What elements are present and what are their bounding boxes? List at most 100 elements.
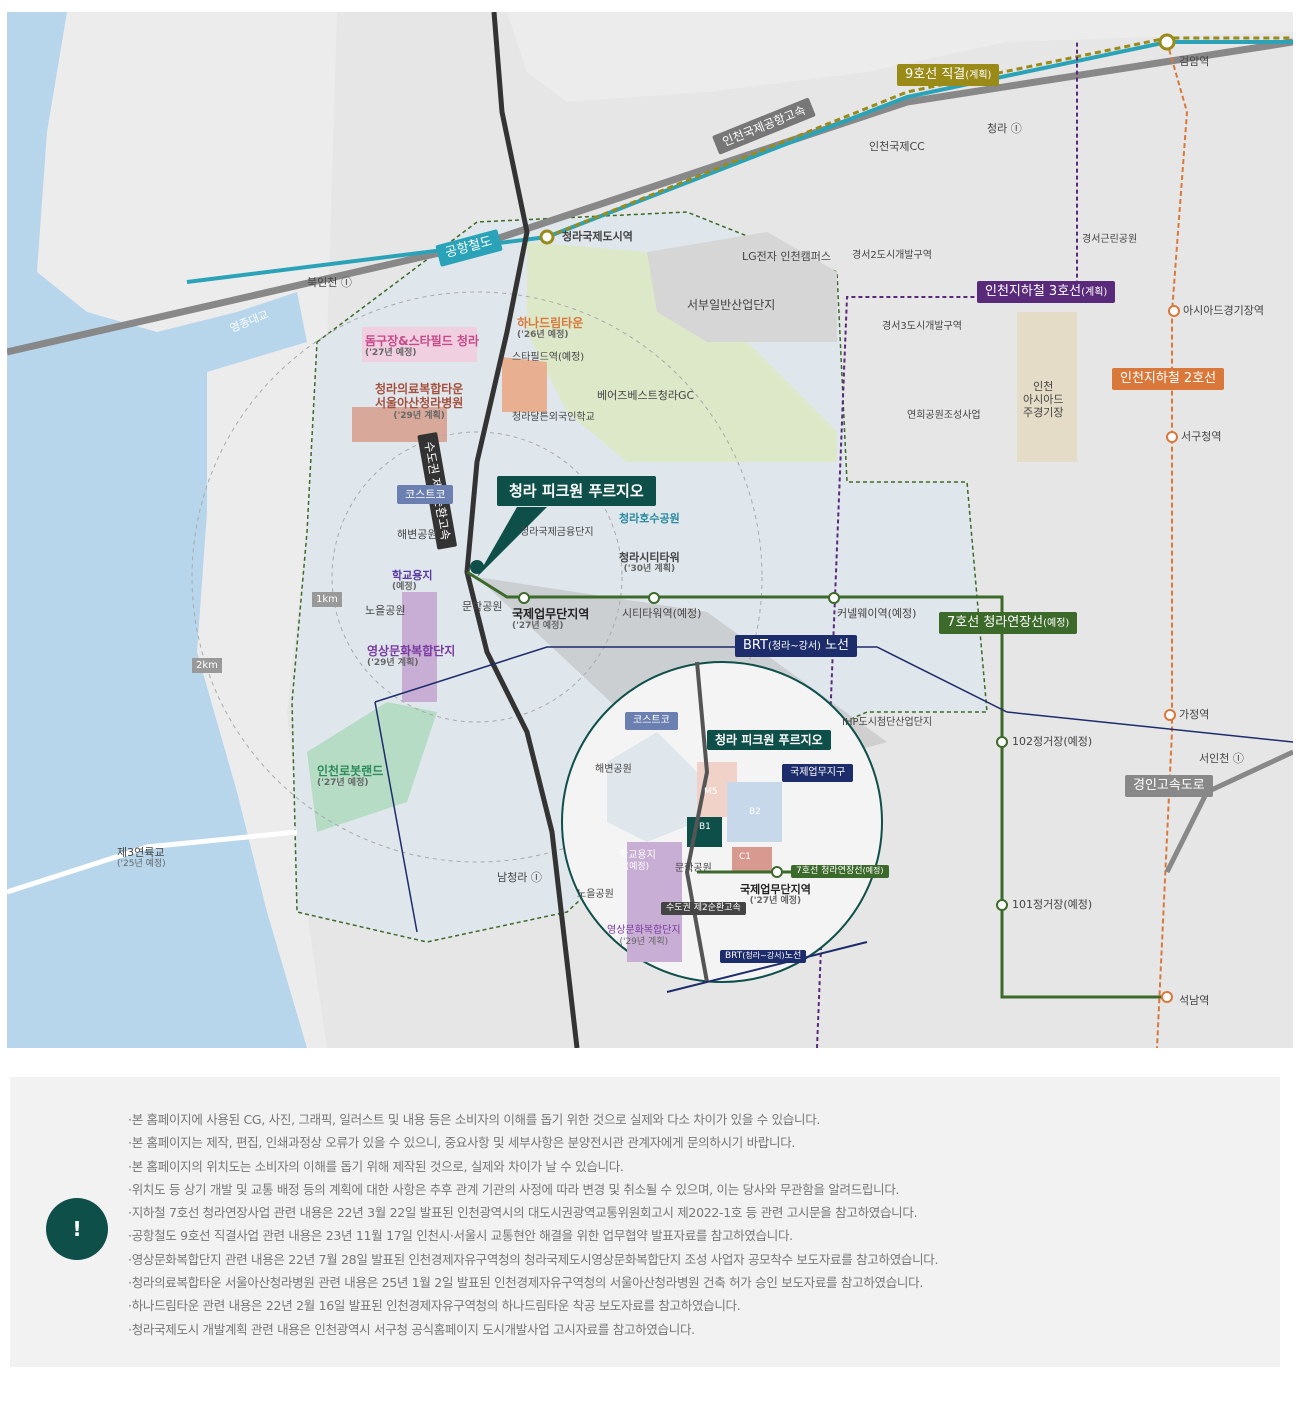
seobu-industrial-label: 서부일반산업단지 [687, 298, 776, 312]
asiad-marker [1168, 305, 1180, 317]
disclaimer-item: 본 홈페이지에 사용된 CG, 사진, 그래픽, 일러스트 및 내용 등은 소비… [128, 1108, 938, 1131]
finance-complex-label: 청라국제금융단지 [520, 527, 594, 538]
media-complex-label: 영상문화복합단지('29년 계획) [367, 644, 456, 669]
disclaimer-item: 본 홈페이지의 위치도는 소비자의 이해를 돕기 위해 제작된 것으로, 실제와… [128, 1155, 938, 1178]
ibd-station-label: 국제업무단지역('27년 예정) [512, 607, 590, 632]
cheongna-ic-label: 청라 Ⓘ [987, 122, 1022, 135]
gajeong-marker [1164, 709, 1176, 721]
robotland-area [307, 702, 437, 832]
subway2-tag: 인천지하철 2호선 [1112, 368, 1225, 390]
st101-label: 101정거장(예정) [1012, 898, 1093, 911]
scale-2km: 2km [192, 658, 222, 673]
dalton-school-label: 청라달튼외국인학교 [512, 412, 595, 423]
disclaimer-item: 하나드림타운 관련 내용은 22년 2월 16일 발표된 인천경제자유구역청의 … [128, 1294, 938, 1317]
seogu-marker [1166, 431, 1178, 443]
brt-branch [374, 701, 418, 933]
subway3-tag: 인천지하철 3호선(계획) [977, 281, 1116, 303]
inset-brt [666, 941, 868, 993]
disclaimer-item: 청라국제도시 개발계획 관련 내용은 인천광역시 서구청 공식홈페이지 도시개발… [128, 1318, 938, 1341]
radius-1km [331, 431, 623, 723]
map-graphics [7, 12, 1293, 1048]
citytower-marker [648, 592, 660, 604]
geomam-station-label: 검암역 [1179, 55, 1210, 68]
seobu-industrial [647, 232, 837, 342]
seongnam-station-label: 석남역 [1179, 994, 1210, 1007]
disclaimer-item: 공항철도 9호선 직결사업 관련 내용은 23년 11월 17일 인천시·서울시… [128, 1224, 938, 1247]
line7-extension [466, 570, 1167, 999]
beltway-expressway [464, 12, 580, 1048]
inset-ibd-zone-label: 국제업무지구 [782, 764, 854, 782]
hospital-label: 청라의료복합타운 서울아산청라병원('29년 계획) [375, 382, 464, 421]
line7-tag: 7호선 청라연장선(예정) [939, 612, 1078, 634]
inset-c1-block [732, 847, 772, 872]
disclaimer-item: 지하철 7호선 청라연장사업 관련 내용은 22년 3월 22일 발표된 인천광… [128, 1201, 938, 1224]
lake-park-label: 청라호수공원 [619, 512, 680, 525]
scale-1km: 1km [312, 592, 342, 607]
canalway-station-label: 커넬웨이역(예정) [837, 607, 917, 620]
disclaimer-list: 본 홈페이지에 사용된 CG, 사진, 그래픽, 일러스트 및 내용 등은 소비… [128, 1108, 939, 1341]
geomam-marker [1158, 33, 1176, 51]
cheongna-intl-station-label: 청라국제도시역 [562, 230, 633, 243]
inset-ibd-station-label: 국제업무단지역('27년 예정) [740, 883, 811, 907]
disclaimer-item: 본 홈페이지는 제작, 편집, 인쇄과정상 오류가 있을 수 있으니, 중요사항… [128, 1131, 938, 1154]
inset-noeul-label: 노을공원 [577, 889, 614, 900]
st102-marker [996, 736, 1008, 748]
inset-school-label: 학교용지(예정) [619, 850, 656, 872]
bayers-gc-label: 베어즈베스트청라GC [597, 389, 695, 402]
gyeongin-tag: 경인고속도로 [1125, 775, 1213, 797]
radius-2km [191, 291, 763, 863]
seoincheon-ic-label: 서인천 Ⓘ [1199, 752, 1244, 765]
hana-dream-town-label: 하나드림타운('26년 예정) [517, 316, 584, 341]
dome-starfield-label: 돔구장&스타필드 청라('27년 예정) [365, 334, 480, 359]
gajeong-station-label: 가정역 [1179, 708, 1210, 721]
gyeongseo2-label: 경서2도시개발구역 [852, 250, 932, 261]
ibd-marker [518, 592, 530, 604]
cheongna-district [291, 211, 988, 943]
inset-c1-label: C1 [739, 852, 752, 862]
inset-b1-label: B1 [699, 822, 711, 832]
asiad-stadium-label: 인천 아시아드 주경기장 [1023, 380, 1064, 420]
inset-beltway [684, 661, 710, 983]
yeonhui-label: 연희공원조성사업 [907, 410, 981, 421]
munhak-park-label: 문학공원 [462, 600, 503, 613]
seogu-station-label: 서구청역 [1181, 430, 1222, 443]
gyeongseo3-label: 경서3도시개발구역 [882, 321, 962, 332]
asiad-station-label: 아시아드경기장역 [1183, 304, 1264, 317]
intl-cc-label: 인천국제CC [869, 140, 925, 153]
lg-campus-label: LG전자 인천캠퍼스 [742, 250, 831, 263]
project-callout-pointer [477, 507, 547, 577]
green-area-north [527, 242, 837, 462]
line9-tag: 9호선 직결(계획) [897, 64, 1000, 86]
noeul-park-label: 노을공원 [365, 604, 406, 617]
st102-label: 102정거장(예정) [1012, 735, 1093, 748]
third-bridge-label: 제3연륙교('25년 예정) [117, 846, 166, 870]
media-complex-area [402, 592, 437, 702]
inset-ibd-marker [771, 866, 783, 878]
inset-haebyeon-label: 해변공원 [595, 764, 632, 775]
notice-icon: ! [46, 1198, 108, 1260]
sea [7, 12, 307, 1048]
third-bridge [7, 829, 298, 895]
brt-tag: BRT(청라~강서) 노선 [735, 635, 857, 657]
disclaimer-item: 영상문화복합단지 관련 내용은 22년 7월 28일 발표된 인천경제자유구역청… [128, 1248, 939, 1271]
cheongna-intl-marker [539, 229, 555, 245]
bukincheon-ic-label: 북인천 Ⓘ [307, 276, 352, 289]
inset-costco-label: 코스트코 [625, 712, 678, 730]
yeongjong-highway [7, 38, 1293, 356]
project-pin [470, 560, 484, 574]
inset-m5-label: M5 [704, 787, 718, 797]
robotland-label: 인천로봇랜드('27년 예정) [317, 764, 384, 789]
subway3-line [816, 42, 1078, 1048]
inset-line7-label: 7호선 청라연장선(예정) [791, 865, 889, 878]
citytower-station-label: 시티타워역(예정) [622, 607, 702, 620]
inset-brt-label: BRT(청라~강서)노선 [720, 950, 807, 963]
location-map: 9호선 직결(계획) 인천국제공항고속 공항철도 인천지하철 3호선(계획) 인… [7, 12, 1293, 1048]
disclaimer-box: ! 본 홈페이지에 사용된 CG, 사진, 그래픽, 일러스트 및 내용 등은 … [10, 1077, 1280, 1367]
asiad-stadium-area [1017, 312, 1077, 462]
inset-media-label: 영상문화복합단지('29년 계획) [607, 925, 681, 947]
inset-munhak-label: 문학공원 [675, 863, 712, 874]
school-site-label: 학교용지(예정) [392, 569, 433, 593]
project-callout: 청라 피크원 푸르지오 [497, 476, 656, 506]
ihp-label: IHP도시첨단산업단지 [842, 717, 933, 728]
seongnam-marker [1161, 991, 1173, 1003]
